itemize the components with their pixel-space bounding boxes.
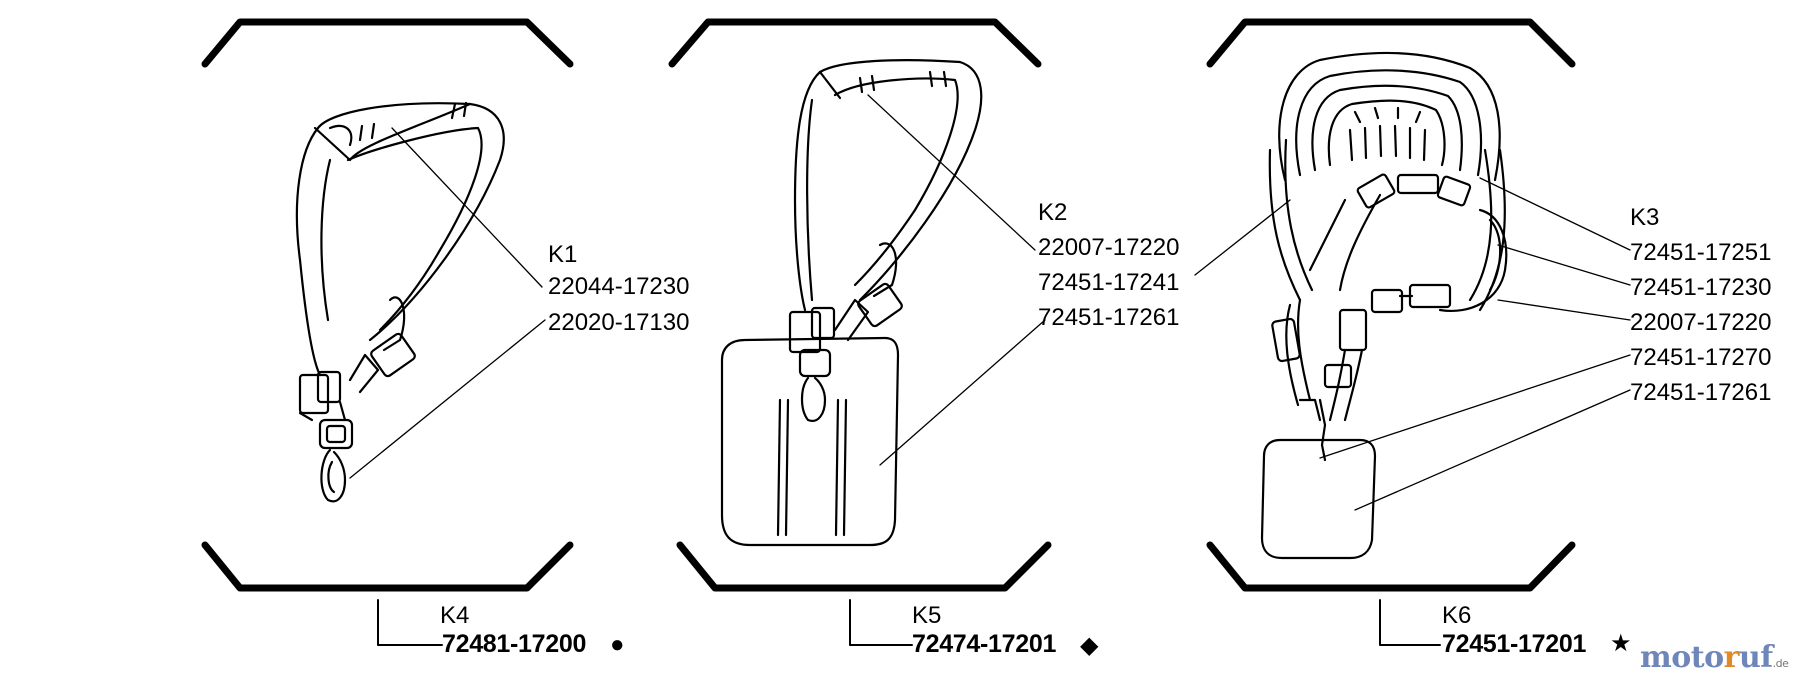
k3-part-4: 72451-17270	[1630, 344, 1772, 371]
k3-part-2: 72451-17230	[1630, 274, 1772, 301]
k3-code: K3	[1630, 204, 1660, 231]
k2-part-3: 72451-17261	[1038, 304, 1180, 331]
strap-k1	[295, 101, 505, 503]
k2-part-2: 72451-17241	[1038, 269, 1180, 296]
kit-code-k4: K4	[440, 602, 470, 629]
kit-symbol-circle: ●	[610, 631, 625, 658]
kit-symbol-star: ★	[1610, 630, 1632, 657]
kit-code-k6: K6	[1442, 602, 1472, 629]
kit-symbol-diamond: ◆	[1080, 632, 1099, 659]
k1-part-1: 22044-17230	[548, 273, 690, 300]
panel-3-frame	[1206, 18, 1576, 592]
leader-lines	[349, 94, 1631, 511]
panel-1-frame	[201, 18, 574, 592]
panel-2-frame	[668, 18, 1052, 592]
k3-part-1: 72451-17251	[1630, 239, 1772, 266]
strap-k2	[720, 59, 983, 547]
kit-part-k4: 72481-17200	[442, 630, 587, 658]
kit-part-k5: 72474-17201	[912, 630, 1057, 658]
watermark-logo: motoruf.de	[1640, 640, 1789, 675]
k1-part-2: 22020-17130	[548, 309, 690, 336]
k1-code: K1	[548, 241, 578, 268]
kit-code-k5: K5	[912, 602, 942, 629]
k3-part-3: 22007-17220	[1630, 309, 1772, 336]
kit-part-k6: 72451-17201	[1442, 630, 1587, 658]
k2-part-1: 22007-17220	[1038, 234, 1180, 261]
harness-k3	[1260, 51, 1508, 560]
k3-part-5: 72451-17261	[1630, 379, 1772, 406]
k2-code: K2	[1038, 199, 1068, 226]
kit-brackets	[377, 599, 1441, 646]
